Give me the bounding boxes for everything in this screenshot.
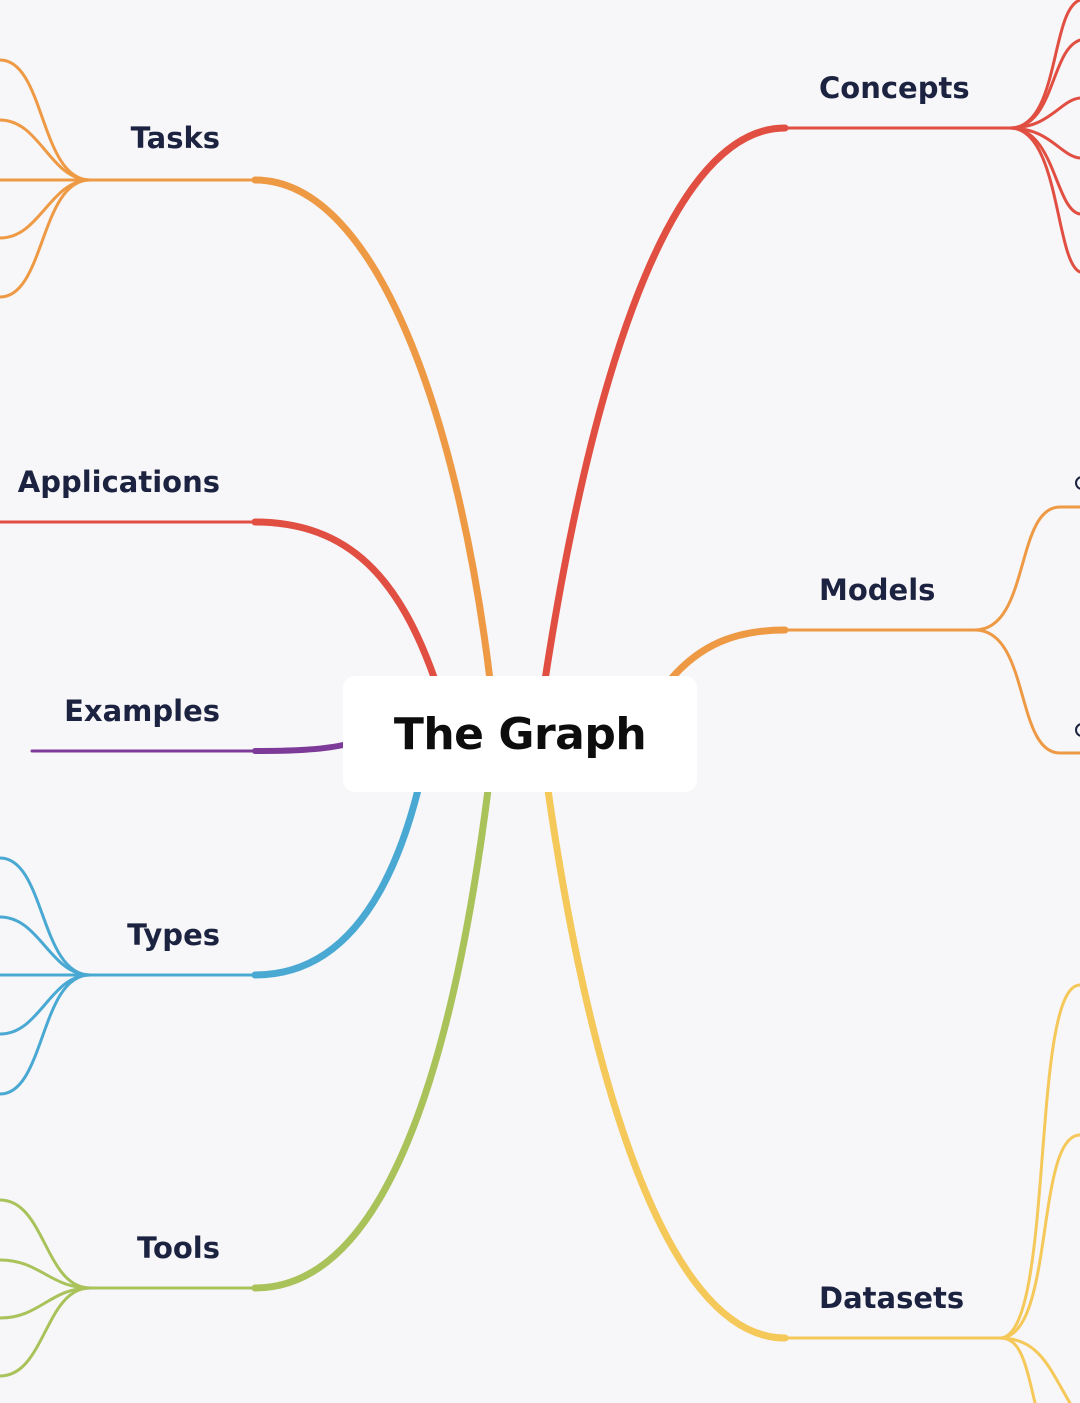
applications-trunk bbox=[251, 518, 439, 684]
branch-datasets-label[interactable]: Datasets bbox=[819, 1281, 965, 1315]
tasks-child-1 bbox=[0, 58, 92, 182]
concepts-child-5 bbox=[1008, 126, 1080, 216]
applications-connectors bbox=[0, 518, 439, 684]
datasets-child-2 bbox=[998, 1133, 1080, 1340]
branch-applications-label[interactable]: Applications bbox=[17, 465, 220, 499]
models-connectors bbox=[666, 505, 1080, 755]
branch-concepts-label[interactable]: Concepts bbox=[819, 71, 970, 105]
concepts-child-2 bbox=[1008, 38, 1080, 130]
datasets-trunk bbox=[544, 786, 789, 1342]
branch-models-label[interactable]: Models bbox=[819, 573, 936, 607]
models-child-1 bbox=[973, 505, 1080, 632]
examples-connectors bbox=[30, 742, 346, 754]
tools-child-2 bbox=[0, 1258, 92, 1290]
tools-child-1 bbox=[0, 1198, 92, 1290]
concepts-trunk bbox=[541, 124, 789, 684]
datasets-child-4 bbox=[998, 1336, 1037, 1403]
datasets-child-3 bbox=[998, 1336, 1072, 1403]
branch-examples-label[interactable]: Examples bbox=[64, 694, 220, 728]
tools-child-4 bbox=[0, 1286, 92, 1378]
models-child-2 bbox=[973, 628, 1080, 755]
tools-trunk bbox=[251, 786, 492, 1292]
models-child-2-collapse-handle[interactable] bbox=[1075, 723, 1080, 737]
branch-tools-label[interactable]: Tools bbox=[137, 1231, 220, 1265]
concepts-connectors bbox=[541, 0, 1080, 684]
tasks-child-2 bbox=[0, 118, 92, 182]
models-child-1-collapse-handle[interactable] bbox=[1075, 476, 1080, 490]
tools-connectors bbox=[0, 786, 492, 1378]
branch-types-label[interactable]: Types bbox=[127, 918, 220, 952]
types-child-1 bbox=[0, 856, 92, 977]
concepts-child-3 bbox=[1008, 96, 1080, 130]
tasks-connectors bbox=[0, 58, 494, 684]
concepts-child-6 bbox=[1008, 126, 1080, 274]
root-node[interactable]: The Graph bbox=[343, 676, 697, 792]
examples-trunk bbox=[252, 742, 346, 754]
models-trunk bbox=[666, 626, 789, 684]
datasets-child-1 bbox=[998, 983, 1080, 1340]
datasets-connectors bbox=[544, 786, 1080, 1403]
types-child-5 bbox=[0, 973, 92, 1096]
types-trunk bbox=[251, 786, 422, 979]
tasks-trunk bbox=[251, 176, 494, 684]
concepts-child-1 bbox=[1008, 0, 1080, 130]
root-title: The Graph bbox=[393, 708, 647, 760]
types-connectors bbox=[0, 786, 422, 1096]
types-child-2 bbox=[0, 915, 92, 977]
branch-tasks-label[interactable]: Tasks bbox=[130, 121, 220, 155]
tasks-child-5 bbox=[0, 178, 92, 299]
